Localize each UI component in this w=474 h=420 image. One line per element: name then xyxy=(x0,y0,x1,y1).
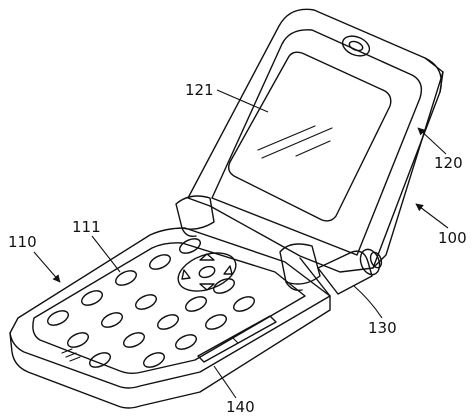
reference-label-side-keys: 140 xyxy=(226,398,255,416)
label-100: 100 xyxy=(415,203,467,247)
key-button xyxy=(143,352,165,368)
microphone-icon xyxy=(61,348,81,362)
reference-label-base: 110 xyxy=(8,233,37,251)
label-140: 140 xyxy=(213,365,255,416)
label-121: 121 xyxy=(185,81,269,113)
folder-body xyxy=(187,8,444,273)
key-button xyxy=(205,314,227,330)
key-button xyxy=(123,332,145,348)
label-120: 120 xyxy=(417,127,463,172)
key-button xyxy=(233,296,255,312)
key-button xyxy=(47,310,69,326)
key-button xyxy=(81,290,103,306)
hinge-assembly xyxy=(175,195,383,297)
navigation-pad-icon xyxy=(177,252,237,292)
reference-label-hinge: 130 xyxy=(368,319,397,337)
base-body xyxy=(9,227,331,409)
label-111: 111 xyxy=(72,218,121,273)
key-button xyxy=(149,254,171,270)
label-130: 130 xyxy=(353,285,397,337)
reference-label-folder: 120 xyxy=(434,154,463,172)
key-button xyxy=(185,296,207,312)
key-button xyxy=(175,334,197,350)
key-button xyxy=(213,278,235,294)
key-button xyxy=(67,332,89,348)
reference-label-device: 100 xyxy=(438,229,467,247)
key-button xyxy=(135,294,157,310)
key-button xyxy=(89,352,111,368)
earpiece-icon xyxy=(341,35,371,57)
key-button xyxy=(115,270,137,286)
display-screen xyxy=(227,51,392,222)
key-button xyxy=(179,238,201,254)
key-button xyxy=(157,314,179,330)
keypad xyxy=(47,238,255,368)
key-button xyxy=(101,312,123,328)
side-keys xyxy=(197,315,277,363)
reference-label-screen: 121 xyxy=(185,81,214,99)
reference-label-keypad: 111 xyxy=(72,218,101,236)
label-110: 110 xyxy=(8,233,61,283)
